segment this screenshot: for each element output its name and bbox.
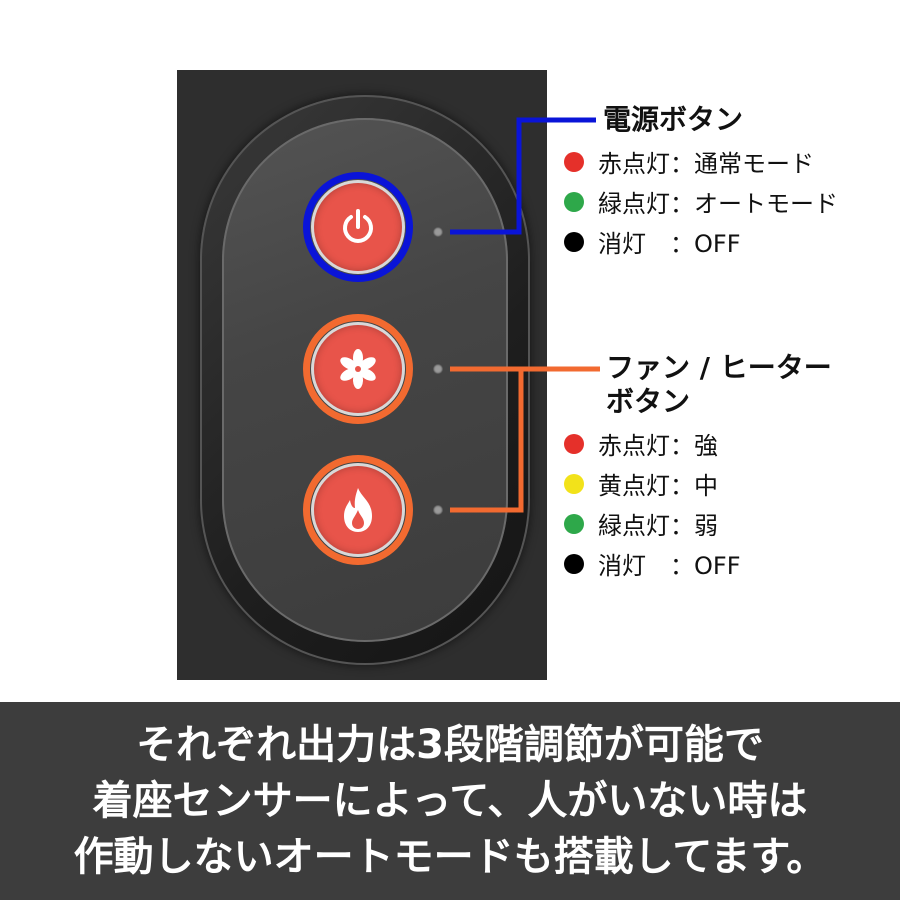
fan-icon <box>340 349 376 389</box>
caption-line-3: 作動しないオートモードも搭載してます。 <box>73 834 827 880</box>
legend-text: 緑点灯：オートモード <box>598 190 838 218</box>
legend-text: 緑点灯：弱 <box>598 512 718 540</box>
heater-indicator-led <box>433 505 443 515</box>
legend-text: 赤点灯：通常モード <box>598 150 814 178</box>
power-legend-off: 消灯 ：OFF <box>564 224 741 259</box>
fan-heater-title-line2: ボタン <box>606 385 691 418</box>
power-button[interactable] <box>314 183 402 271</box>
green-dot <box>564 191 584 212</box>
fan-button-highlight <box>303 314 413 424</box>
red-dot <box>564 151 584 172</box>
legend-text: 赤点灯：強 <box>598 432 718 460</box>
caption-line-1: それぞれ出力は3段階調節が可能で <box>136 722 764 768</box>
flame-icon <box>344 488 372 532</box>
black-dot <box>564 553 584 574</box>
fan-legend-off: 消灯 ：OFF <box>564 546 741 581</box>
heater-button[interactable] <box>314 466 402 554</box>
fan-legend-red: 赤点灯：強 <box>564 426 718 461</box>
red-dot <box>564 433 584 454</box>
power-icon <box>343 209 373 243</box>
power-indicator-led <box>433 227 443 237</box>
green-dot <box>564 513 584 534</box>
fan-heater-title-line1: ファン / ヒーター <box>606 351 832 384</box>
yellow-dot <box>564 473 584 494</box>
fan-legend-green: 緑点灯：弱 <box>564 506 718 541</box>
fan-button[interactable] <box>314 325 402 413</box>
fan-indicator-led <box>433 364 443 374</box>
legend-text: 消灯 ：OFF <box>598 552 741 580</box>
fan-legend-yellow: 黄点灯：中 <box>564 466 718 501</box>
power-legend-red: 赤点灯：通常モード <box>564 144 814 179</box>
legend-text: 黄点灯：中 <box>598 472 718 500</box>
black-dot <box>564 231 584 252</box>
power-legend-green: 緑点灯：オートモード <box>564 184 838 219</box>
power-button-highlight <box>303 172 413 282</box>
legend-text: 消灯 ：OFF <box>598 230 741 258</box>
caption-line-2: 着座センサーによって、人がいない時は <box>92 778 808 824</box>
power-button-title: 電源ボタン <box>603 103 744 136</box>
heater-button-highlight <box>303 455 413 565</box>
caption-banner: それぞれ出力は3段階調節が可能で 着座センサーによって、人がいない時は 作動しな… <box>0 702 900 900</box>
